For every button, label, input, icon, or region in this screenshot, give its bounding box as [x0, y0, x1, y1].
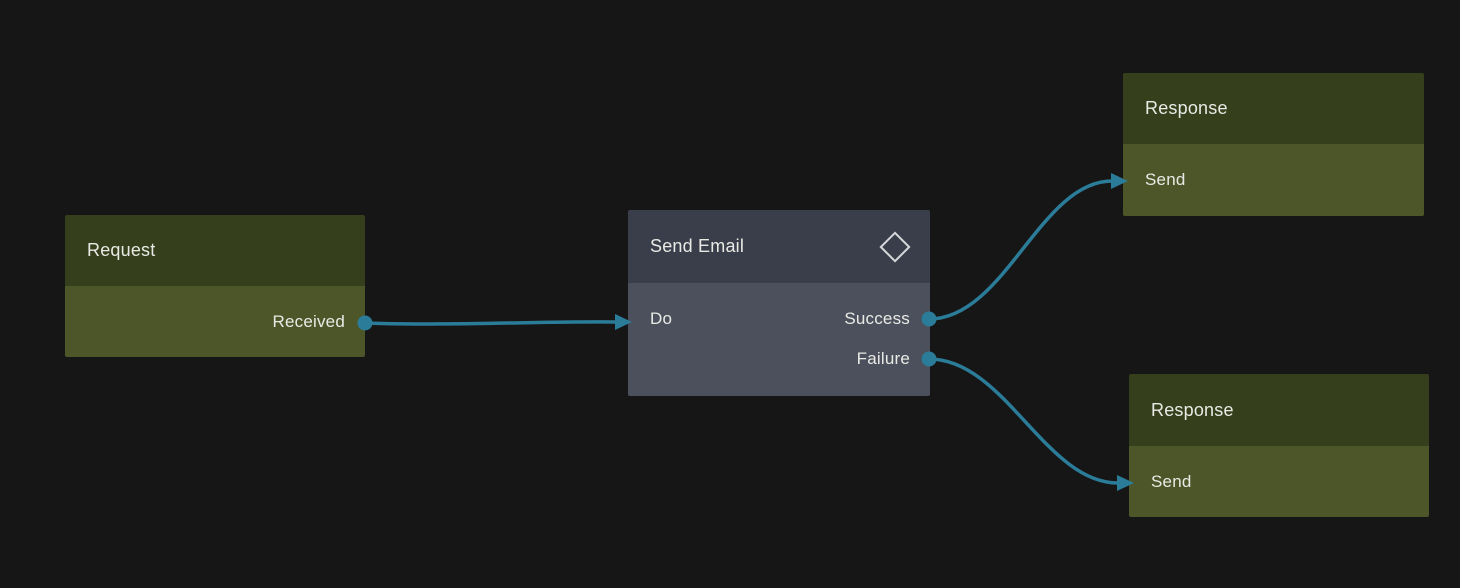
- output-port-success[interactable]: Success: [844, 309, 910, 328]
- node-response-success-body: Send: [1123, 144, 1424, 216]
- node-response-success-header[interactable]: Response: [1123, 73, 1424, 144]
- input-port-send[interactable]: Send: [1151, 471, 1192, 491]
- input-port-send[interactable]: Send: [1145, 170, 1186, 189]
- node-response-failure-header[interactable]: Response: [1129, 374, 1429, 446]
- port-row: Do Success: [628, 299, 930, 339]
- port-dot-success[interactable]: [921, 311, 937, 327]
- node-send-email[interactable]: Send Email Do Success Failure: [628, 210, 930, 396]
- port-dot-failure[interactable]: [921, 351, 937, 367]
- input-port-do[interactable]: Do: [650, 309, 673, 328]
- port-dot-received[interactable]: [357, 315, 373, 331]
- node-response-success[interactable]: Response Send: [1123, 73, 1424, 216]
- output-port-failure[interactable]: Failure: [856, 349, 910, 368]
- node-title: Response: [1151, 399, 1234, 420]
- edge-sendemail-success-to-response-send[interactable]: [921, 173, 1129, 327]
- edge-request-received-to-sendemail-do[interactable]: [357, 314, 633, 331]
- edge-arrowhead-icon: [1111, 173, 1128, 189]
- port-row: Failure: [628, 339, 930, 379]
- node-response-failure-body: Send: [1129, 446, 1429, 517]
- edge-arrowhead-icon: [1117, 475, 1134, 491]
- node-title: Send Email: [650, 236, 745, 256]
- node-request-header[interactable]: Request: [65, 215, 365, 286]
- node-title: Response: [1145, 98, 1228, 118]
- node-send-email-body: Do Success Failure: [628, 283, 930, 396]
- node-request-body: Received: [65, 286, 365, 357]
- output-port-received[interactable]: Received: [272, 311, 345, 331]
- node-response-failure[interactable]: Response Send: [1129, 374, 1429, 517]
- diamond-icon: [879, 230, 911, 263]
- node-title: Request: [87, 240, 156, 260]
- edge-sendemail-failure-to-response-send[interactable]: [921, 351, 1135, 492]
- node-send-email-header[interactable]: Send Email: [628, 210, 930, 283]
- node-request[interactable]: Request Received: [65, 215, 365, 357]
- edge-arrowhead-icon: [615, 314, 632, 330]
